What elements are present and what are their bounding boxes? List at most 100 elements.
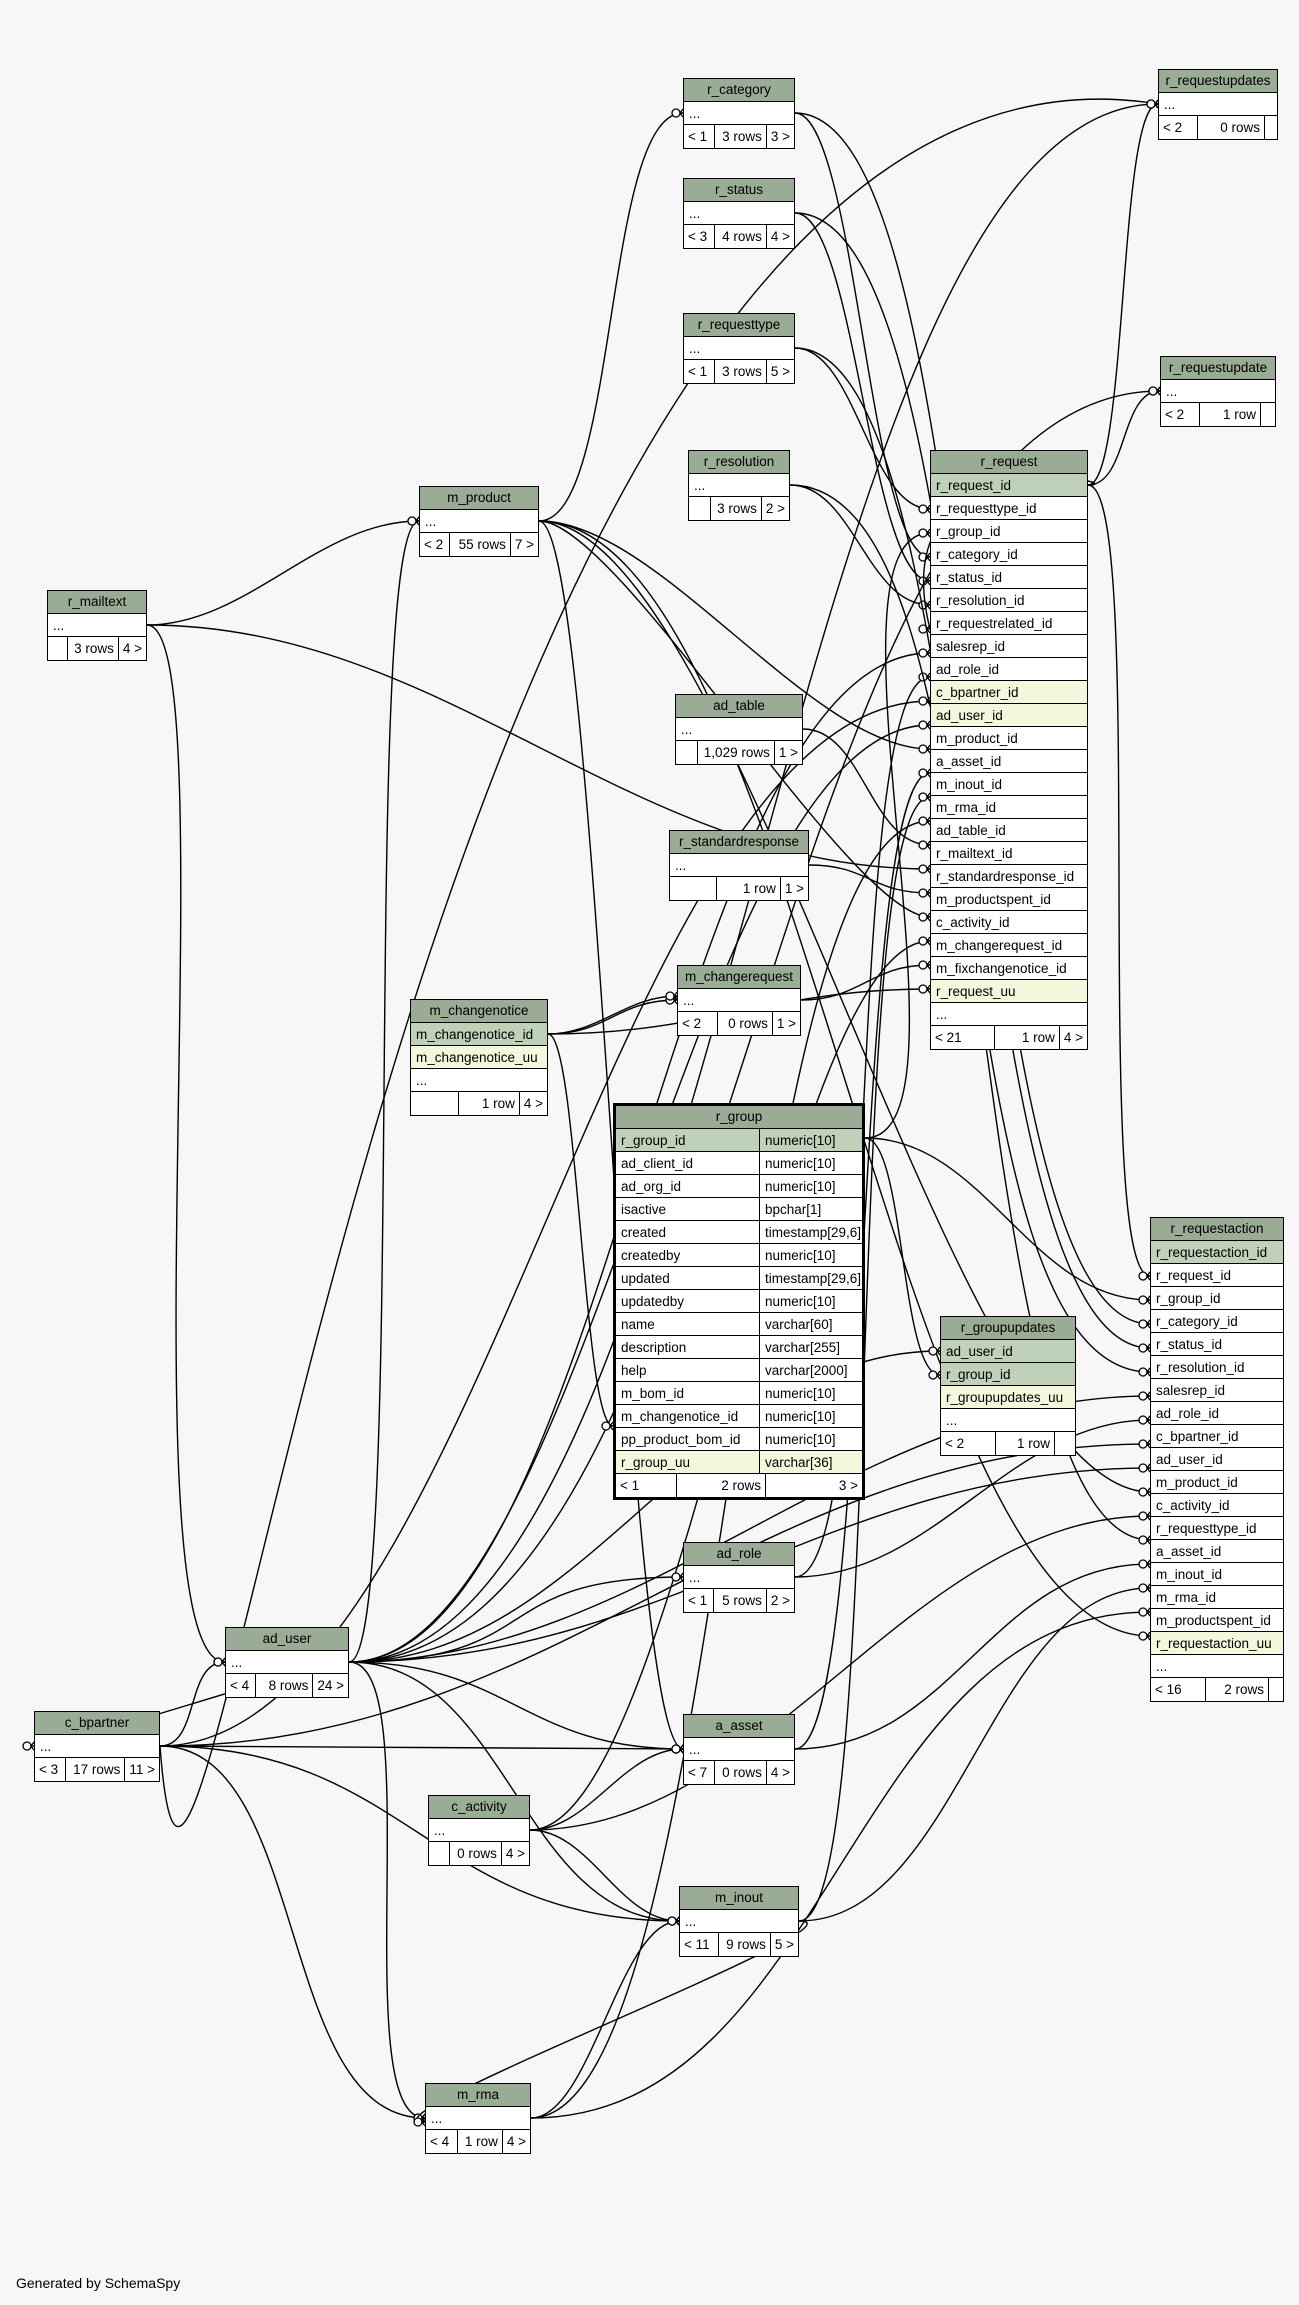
column-row[interactable]: ...: [941, 1409, 1075, 1432]
column-row[interactable]: r_category_id: [1151, 1310, 1283, 1333]
table-header[interactable]: r_requesttype: [684, 314, 794, 337]
table-header[interactable]: m_rma: [426, 2084, 530, 2107]
column-row[interactable]: r_request_uu: [931, 980, 1087, 1003]
column-row[interactable]: m_rma_id: [931, 796, 1087, 819]
column-row[interactable]: ...: [684, 1738, 794, 1761]
column-row[interactable]: ...: [429, 1819, 529, 1842]
column-row[interactable]: c_bpartner_id: [1151, 1425, 1283, 1448]
column-row[interactable]: m_fixchangenotice_id: [931, 957, 1087, 980]
table-header[interactable]: a_asset: [684, 1715, 794, 1738]
column-row[interactable]: ad_user_id: [1151, 1448, 1283, 1471]
column-row[interactable]: r_resolution_id: [931, 589, 1087, 612]
column-row[interactable]: r_category_id: [931, 543, 1087, 566]
column-row[interactable]: m_rma_id: [1151, 1586, 1283, 1609]
column-row[interactable]: ...: [670, 854, 808, 877]
table-header[interactable]: m_changerequest: [678, 966, 800, 989]
column-row[interactable]: ...: [1161, 380, 1275, 403]
column-row[interactable]: r_requestaction_id: [1151, 1241, 1283, 1264]
column-row[interactable]: ...: [226, 1651, 348, 1674]
column-row[interactable]: r_requesttype_id: [1151, 1517, 1283, 1540]
table-header[interactable]: ad_user: [226, 1628, 348, 1651]
column-row[interactable]: c_bpartner_id: [931, 681, 1087, 704]
column-row[interactable]: c_activity_id: [931, 911, 1087, 934]
table-header[interactable]: m_product: [420, 487, 538, 510]
table-header[interactable]: ad_role: [684, 1543, 794, 1566]
table-header[interactable]: m_changenotice: [411, 1000, 547, 1023]
column-row[interactable]: ...: [684, 202, 794, 225]
column-row[interactable]: ad_user_id: [941, 1340, 1075, 1363]
column-row[interactable]: ...: [426, 2107, 530, 2130]
table-header[interactable]: r_requestupdates: [1159, 70, 1277, 93]
table-header[interactable]: r_status: [684, 179, 794, 202]
column-row[interactable]: salesrep_id: [1151, 1379, 1283, 1402]
table-header[interactable]: c_bpartner: [35, 1712, 159, 1735]
column-row[interactable]: ...: [684, 102, 794, 125]
column-row[interactable]: ...: [678, 989, 800, 1012]
column-row[interactable]: ...: [684, 1566, 794, 1589]
column-row[interactable]: m_changenotice_id: [411, 1023, 547, 1046]
column-row[interactable]: ...: [689, 474, 789, 497]
table-header[interactable]: r_request: [931, 451, 1087, 474]
column-row[interactable]: r_mailtext_id: [931, 842, 1087, 865]
column-row[interactable]: m_inout_id: [1151, 1563, 1283, 1586]
column-row[interactable]: ...: [420, 510, 538, 533]
column-row[interactable]: r_group_id: [941, 1363, 1075, 1386]
column-row[interactable]: m_inout_id: [931, 773, 1087, 796]
column-row[interactable]: m_changerequest_id: [931, 934, 1087, 957]
column-row[interactable]: a_asset_id: [1151, 1540, 1283, 1563]
table-header[interactable]: c_activity: [429, 1796, 529, 1819]
table-header[interactable]: r_groupupdates: [941, 1317, 1075, 1340]
column-row[interactable]: r_group_id: [931, 520, 1087, 543]
table-header[interactable]: ad_table: [676, 695, 802, 718]
column-row[interactable]: ad_table_id: [931, 819, 1087, 842]
column-row[interactable]: ...: [676, 718, 802, 741]
column-row[interactable]: m_productspent_id: [1151, 1609, 1283, 1632]
column-row[interactable]: r_group_id: [1151, 1287, 1283, 1310]
column-row[interactable]: r_standardresponse_id: [931, 865, 1087, 888]
table-header[interactable]: r_group: [616, 1106, 862, 1129]
column-row[interactable]: salesrep_id: [931, 635, 1087, 658]
column-row[interactable]: ad_role_id: [931, 658, 1087, 681]
column-row[interactable]: ...: [1159, 93, 1277, 116]
column-row[interactable]: r_status_id: [1151, 1333, 1283, 1356]
column-row[interactable]: r_status_id: [931, 566, 1087, 589]
column-row[interactable]: c_activity_id: [1151, 1494, 1283, 1517]
column-row[interactable]: m_product_id: [1151, 1471, 1283, 1494]
column-row[interactable]: r_requestaction_uu: [1151, 1632, 1283, 1655]
column-row[interactable]: ...: [48, 614, 146, 637]
column-row[interactable]: ...: [684, 337, 794, 360]
column-row[interactable]: m_productspent_id: [931, 888, 1087, 911]
table-header[interactable]: r_requestupdate: [1161, 357, 1275, 380]
column-row[interactable]: ad_user_id: [931, 704, 1087, 727]
column-row[interactable]: ...: [680, 1910, 798, 1933]
column-row[interactable]: a_asset_id: [931, 750, 1087, 773]
table-header[interactable]: r_category: [684, 79, 794, 102]
